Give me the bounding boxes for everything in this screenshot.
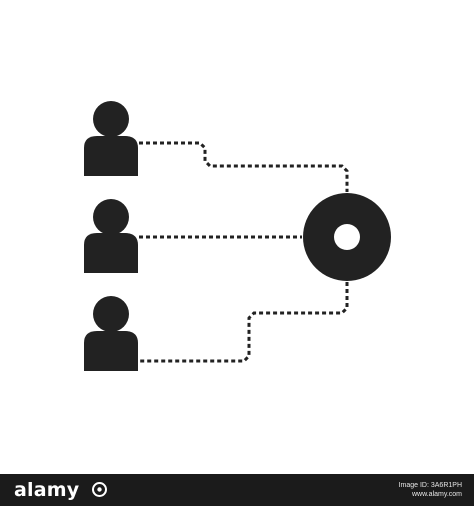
bottom-connector-line: [139, 282, 349, 363]
image-id-label: Image ID: 3A6R1PH: [398, 482, 462, 489]
person-icon-top: [84, 101, 138, 176]
watermark-footer-bar: alamy Image ID: 3A6R1PH www.alamy.com: [0, 474, 474, 506]
image-meta: Image ID: 3A6R1PH www.alamy.com: [399, 481, 462, 499]
person-body: [84, 136, 138, 176]
target-hole: [334, 224, 360, 250]
target-circle-icon: [303, 193, 391, 281]
top-connector-line: [139, 141, 349, 192]
person-body: [84, 331, 138, 371]
alamy-logo-mark-icon: [92, 482, 107, 497]
person-icon-middle: [84, 199, 138, 273]
alamy-logo-text: alamy: [14, 479, 80, 501]
person-head: [93, 101, 129, 137]
person-body: [84, 233, 138, 273]
connector-lines: [139, 141, 349, 363]
person-head: [93, 296, 129, 332]
network-diagram-illustration: [84, 101, 391, 371]
person-head: [93, 199, 129, 235]
site-url-label: www.alamy.com: [411, 491, 462, 498]
person-icon-bottom: [84, 296, 138, 371]
